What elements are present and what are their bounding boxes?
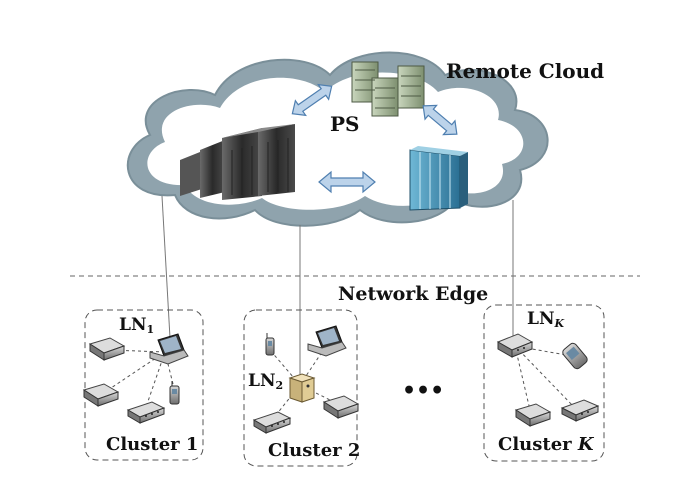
link-arrow-bottom [318, 170, 376, 194]
remote-cloud-label: Remote Cloud [446, 59, 604, 83]
cluster-k-label: Cluster K [498, 434, 595, 455]
phone-icon [265, 333, 275, 356]
cluster-k-links [514, 345, 576, 411]
laptop-icon [307, 325, 347, 357]
router-icon [560, 399, 600, 422]
cluster-2: LN2 Cluster 2 [243, 309, 360, 467]
cluster-1-label: Cluster 1 [106, 434, 198, 455]
link-cloud-cluster-1 [161, 195, 171, 339]
router-icon [496, 333, 534, 358]
cluster-1: LN1 [82, 309, 204, 461]
data-center-servers-icon [180, 124, 295, 200]
laptop-icon [149, 333, 189, 365]
switch-icon [322, 395, 360, 419]
cluster-1-boundary [84, 309, 204, 461]
edge-server-icon [288, 373, 316, 403]
router-icon [252, 411, 292, 434]
ps-label: PS [330, 112, 359, 136]
network-edge-label: Network Edge [338, 283, 488, 305]
link-arrow-ps-right [422, 104, 458, 136]
cluster-k-leader-label: LNK [527, 309, 565, 330]
cluster-1-leader-label: LN1 [119, 315, 154, 336]
cluster-2-boundary [243, 309, 358, 467]
switch-icon [514, 403, 552, 427]
phone-icon [169, 381, 180, 405]
cluster-2-leader-label: LN2 [248, 371, 283, 392]
switch-icon [88, 337, 126, 361]
cluster-k-boundary [483, 304, 605, 462]
router-icon [126, 401, 166, 424]
smartphone-icon [562, 342, 588, 370]
storage-rack-icon [409, 146, 468, 211]
switch-icon [82, 383, 120, 407]
parameter-server-icon [351, 61, 425, 117]
link-arrow-ps-left [291, 83, 333, 117]
cluster-k: LNK Cluster K [483, 304, 605, 462]
more-clusters-ellipsis: ••• [402, 378, 444, 404]
cluster-2-label: Cluster 2 [268, 440, 360, 461]
